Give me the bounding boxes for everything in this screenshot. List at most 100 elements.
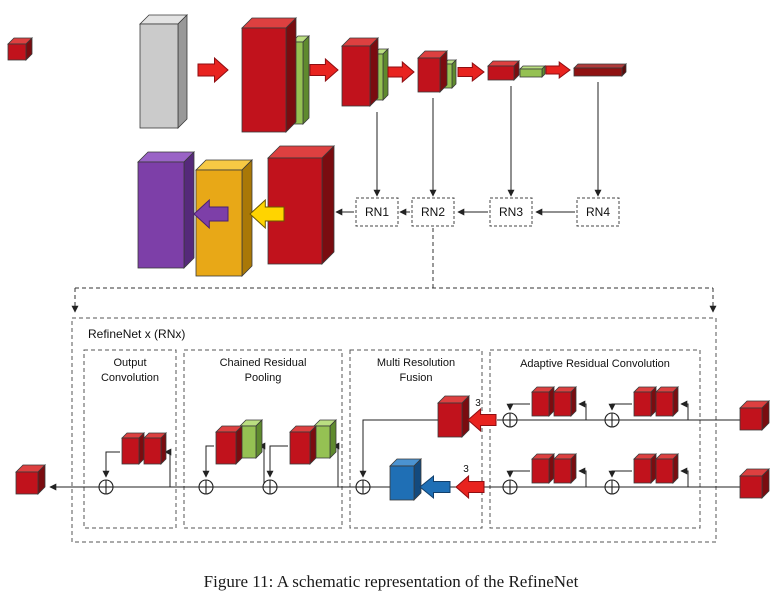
pool-unit1-red xyxy=(289,425,317,465)
output-conv-b-side-face xyxy=(160,432,167,465)
adaptive-bottom-rcu1-a-side-face xyxy=(650,453,657,484)
output-conv-a-side-face xyxy=(138,432,145,465)
decoder-gold-block-front-face xyxy=(195,169,243,277)
chained-pool-label-1: Chained Residual xyxy=(220,357,307,369)
output-conv-b xyxy=(143,432,167,465)
rn1-box xyxy=(355,197,399,227)
output-conv-label-2: Convolution xyxy=(101,372,159,384)
encoder-stage1-red xyxy=(241,17,297,133)
encoder-stage4-red xyxy=(487,60,520,81)
decoder-red-block xyxy=(267,145,335,265)
sum-node xyxy=(355,479,371,495)
fusion-top-conv-arrow xyxy=(467,407,497,433)
fusion-drop-path xyxy=(359,419,438,478)
fusion-conv-block-side-face xyxy=(461,395,470,438)
sum-node xyxy=(502,479,518,495)
flow-arrow-1 xyxy=(197,56,229,84)
sum-node xyxy=(502,412,518,428)
encoder-stage1-green-side-face xyxy=(302,35,310,125)
input-image-slab-front-face xyxy=(139,23,179,129)
fusion-upsample-block-side-face xyxy=(413,458,422,501)
rn3-label: RN3 xyxy=(499,205,523,219)
figure-caption: Figure 11: A schematic representation of… xyxy=(204,572,579,591)
outconv-branch xyxy=(164,448,172,487)
overlay-layer: RN1 RN2 RN3 RN4 RefineNet x (RNx) Output… xyxy=(88,205,670,591)
flow-arrow-3 xyxy=(387,60,415,84)
rn2-box xyxy=(411,197,455,227)
adaptive-bottom-rcu1-a xyxy=(633,453,657,484)
arrows-layer xyxy=(193,56,571,500)
rn3-box xyxy=(489,197,533,227)
flow-arrow-4 xyxy=(457,61,485,83)
adaptive-top-rcu2-a xyxy=(531,386,555,417)
pool-unit2-red xyxy=(215,425,243,465)
fusion-label-1: Multi Resolution xyxy=(377,357,455,369)
encoder-stage3-red xyxy=(417,50,448,93)
encoder-stage2-red-front-face xyxy=(341,45,371,107)
adaptive-top-rcu2-b-side-face xyxy=(570,386,577,417)
decoder-gold-block xyxy=(195,159,253,277)
output-cube xyxy=(15,464,46,495)
pool-unit2-red-front-face xyxy=(215,431,237,465)
encoder-stage5-bar-front-face xyxy=(573,67,623,77)
fusion-upsample-arrow xyxy=(419,474,451,500)
adaptive-bottom-branch-2 xyxy=(578,467,587,487)
adaptive-bottom-rcu2-b xyxy=(553,453,577,484)
sum-node xyxy=(262,479,278,495)
blocks-layer xyxy=(7,14,770,501)
fusion-label-2: Fusion xyxy=(399,372,432,384)
rn4-label: RN4 xyxy=(586,205,610,219)
adaptive-bottom-branch-1 xyxy=(680,467,689,487)
adaptive-bottom-rcu2-a-front-face xyxy=(531,458,550,484)
adaptive-top-rcu1-b-side-face xyxy=(672,386,679,417)
adaptive-top-sum-2 xyxy=(506,403,530,411)
adaptive-bottom-rcu1-b xyxy=(655,453,679,484)
fusion-conv-block xyxy=(437,395,470,438)
conv3-bottom-label: 3 xyxy=(463,464,469,475)
pool-unit1-red-side-face xyxy=(309,425,317,465)
adaptive-top-rcu1-a-side-face xyxy=(650,386,657,417)
encoder-stage1-red-side-face xyxy=(285,17,297,133)
encoder-stage2-green-side-face xyxy=(382,48,389,101)
input-image-slab-side-face xyxy=(177,14,188,129)
encoder-stage3-green-side-face xyxy=(451,59,457,89)
decoder-purple-block-side-face xyxy=(183,151,195,269)
input-cube-top-front-face xyxy=(739,407,763,431)
decoder-purple-block-front-face xyxy=(137,161,185,269)
encoder-stage2-red xyxy=(341,37,379,107)
fusion-bottom-conv-arrow xyxy=(455,474,485,500)
adaptive-bottom-rcu2-a-side-face xyxy=(548,453,555,484)
decoder-red-block-side-face xyxy=(321,145,335,265)
sum-node xyxy=(604,479,620,495)
rn1-label: RN1 xyxy=(365,205,389,219)
flow-arrow-2 xyxy=(309,57,339,83)
pool-sum-2 xyxy=(202,445,214,478)
output-convolution-box xyxy=(83,349,177,529)
conv3-top-label: 3 xyxy=(475,398,481,409)
fusion-conv-block-front-face xyxy=(437,402,463,438)
output-conv-a-front-face xyxy=(121,437,140,465)
corner-cube-front-face xyxy=(7,43,27,61)
adaptive-top-sum-1 xyxy=(608,403,632,411)
adaptive-bottom-rcu1-b-front-face xyxy=(655,458,674,484)
output-conv-a xyxy=(121,432,145,465)
decoder-purple-block xyxy=(137,151,195,269)
input-cube-top xyxy=(739,400,770,431)
input-cube-bottom-front-face xyxy=(739,475,763,499)
output-conv-label-1: Output xyxy=(113,357,146,369)
encoder-stage4-green-top-face xyxy=(519,65,546,70)
rn2-label: RN2 xyxy=(421,205,445,219)
adaptive-top-rcu1-b-front-face xyxy=(655,391,674,417)
adaptive-top-rcu2-b xyxy=(553,386,577,417)
adaptive-residual-convolution-box xyxy=(489,349,701,529)
adaptive-top-rcu2-b-front-face xyxy=(553,391,572,417)
adaptive-bottom-rcu1-a-front-face xyxy=(633,458,652,484)
adaptive-top-rcu1-a xyxy=(633,386,657,417)
chained-residual-pooling-box xyxy=(183,349,343,529)
adaptive-bottom-sum-2 xyxy=(506,470,530,478)
refinenet-detail-box xyxy=(71,317,717,543)
encoder-stage3-red-side-face xyxy=(439,50,448,93)
encoder-stage1-red-front-face xyxy=(241,27,287,133)
corner-cube xyxy=(7,37,33,61)
